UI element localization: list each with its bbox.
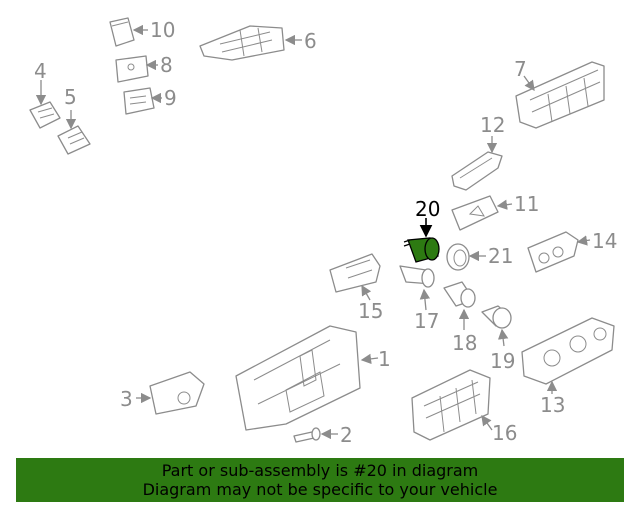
part-8-switch[interactable]: 8 — [115, 53, 173, 83]
callout-2: 2 — [340, 423, 353, 447]
callout-21: 21 — [488, 244, 513, 268]
part-5-switch[interactable]: 5 — [57, 85, 91, 155]
part-11-hazard-switch[interactable]: 11 — [451, 192, 539, 231]
callout-13: 13 — [540, 393, 565, 417]
callout-17: 17 — [414, 309, 439, 333]
part-18-socket[interactable]: 18 — [443, 281, 477, 355]
part-13-climate-control[interactable]: 13 — [521, 317, 615, 417]
callout-4: 4 — [34, 59, 47, 83]
callout-1: 1 — [378, 347, 391, 371]
callout-18: 18 — [452, 331, 477, 355]
part-19-socket-ring[interactable]: 19 — [481, 305, 515, 373]
part-15-switch[interactable]: 15 — [329, 253, 383, 323]
callout-12: 12 — [480, 113, 505, 137]
parts-diagram: 10 8 9 4 5 6 7 — [29, 17, 617, 447]
part-14-switch-panel[interactable]: 14 — [527, 229, 617, 273]
callout-8: 8 — [160, 53, 173, 77]
part-7-switch-bank[interactable]: 7 — [514, 57, 605, 129]
part-16-switch-housing[interactable]: 16 — [411, 369, 517, 445]
part-1-instrument-panel[interactable]: 1 — [235, 325, 391, 431]
callout-16: 16 — [492, 421, 517, 445]
callout-19: 19 — [490, 349, 515, 373]
banner-line-1: Part or sub-assembly is #20 in diagram — [161, 461, 479, 480]
callout-9: 9 — [164, 86, 177, 110]
callout-14: 14 — [592, 229, 617, 253]
callout-7: 7 — [514, 57, 527, 81]
part-21-bezel-ring[interactable]: 21 — [446, 243, 513, 271]
part-2-screw[interactable]: 2 — [293, 423, 353, 447]
callout-5: 5 — [64, 85, 77, 109]
part-4-switch[interactable]: 4 — [29, 59, 61, 129]
callout-6: 6 — [304, 29, 317, 53]
callout-20: 20 — [415, 197, 440, 221]
part-6-switch-panel[interactable]: 6 — [199, 25, 317, 61]
banner-line-2: Diagram may not be specific to your vehi… — [142, 480, 498, 499]
callout-15: 15 — [358, 299, 383, 323]
callout-10: 10 — [150, 18, 175, 42]
part-3-switch-module[interactable]: 3 — [120, 371, 205, 415]
info-banner: Part or sub-assembly is #20 in diagram D… — [16, 458, 624, 502]
part-9-switch[interactable]: 9 — [123, 86, 177, 115]
part-17-socket[interactable]: 17 — [399, 265, 439, 333]
callout-11: 11 — [514, 192, 539, 216]
part-20-power-outlet[interactable]: 20 — [403, 197, 440, 263]
callout-3: 3 — [120, 387, 133, 411]
part-10-switch-cap[interactable]: 10 — [109, 17, 175, 47]
part-12-trim-bezel[interactable]: 12 — [451, 113, 505, 191]
